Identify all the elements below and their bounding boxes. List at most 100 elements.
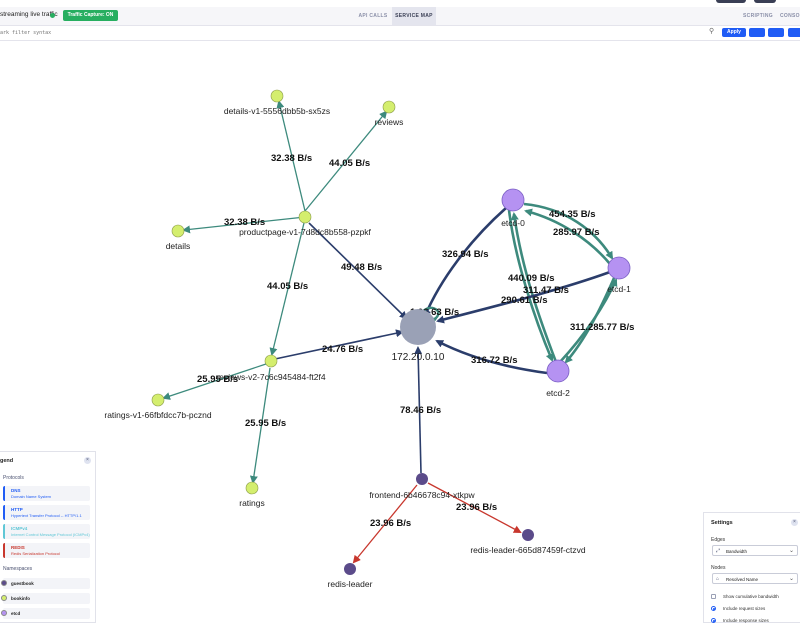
node-label: frontend-6b46678c94-xtkpw	[369, 490, 475, 500]
edge-reviews-v2-ratings-v1[interactable]	[162, 363, 267, 400]
edge-etcd-2-etcd-0[interactable]	[510, 212, 558, 363]
status-text: streaming live traffic	[0, 11, 58, 18]
edge-label: 23.96 B/s	[456, 502, 497, 513]
header-bar: streaming live traffic Traffic Capture: …	[0, 7, 800, 26]
node-etcd-2[interactable]	[546, 359, 570, 383]
settings-title: Settings	[711, 520, 733, 526]
settings-panel: Settings × Edges ⤢ Bandwidth ⌄ Nodes ⌂ R…	[703, 512, 800, 623]
edge-etcd-1-ip[interactable]	[436, 270, 611, 324]
radio-label: Include response sizes	[723, 618, 769, 623]
namespace-color-dot	[1, 595, 7, 601]
radio-label: Include request sizes	[723, 606, 766, 611]
radio-dot	[711, 618, 716, 623]
node-reviews[interactable]	[382, 100, 396, 114]
node-etcd-1[interactable]	[607, 256, 631, 280]
service-map-graph[interactable]: 32.38 B/s 44.05 B/s 32.38 B/s 49.48 B/s …	[0, 41, 800, 623]
edge-etcd-2-ip[interactable]	[435, 339, 548, 375]
nodes-select[interactable]: ⌂ Resolved Name ⌄	[712, 573, 798, 584]
namespaces-label: Namespaces	[3, 566, 33, 572]
edge-productpage-reviews[interactable]	[304, 110, 388, 212]
filter-input[interactable]	[0, 28, 700, 38]
filter-option-button[interactable]	[749, 28, 765, 37]
edge-label: 290.61 B/s	[501, 295, 547, 306]
node-frontend[interactable]	[416, 473, 428, 485]
node-ratings[interactable]	[245, 481, 259, 495]
bandwidth-icon: ⤢	[716, 548, 721, 554]
edge-etcd-1-etcd-0[interactable]	[524, 208, 611, 265]
edge-productpage-details-v1[interactable]	[276, 100, 306, 212]
edge-label: 440.09 B/s	[508, 273, 554, 284]
node-label: productpage-v1-7d8dc8b558-pzpkf	[239, 227, 371, 237]
filter-option-button[interactable]	[788, 28, 800, 37]
node-label: etcd-0	[501, 218, 525, 228]
node-redis-leader[interactable]	[344, 563, 356, 575]
top-button[interactable]	[716, 0, 746, 3]
filter-history-icon[interactable]: ⚲	[709, 28, 715, 35]
edge-etcd-2-etcd-1[interactable]	[559, 278, 618, 363]
traffic-capture-button[interactable]: Traffic Capture: ON	[63, 10, 118, 21]
legend-title: gend	[0, 458, 14, 464]
edges-select[interactable]: ⤢ Bandwidth ⌄	[712, 545, 798, 556]
checkbox-label: Show cumulative bandwidth	[723, 594, 779, 599]
live-status-dot	[50, 13, 55, 18]
edge-label: 44.05 B/s	[267, 281, 308, 292]
edge-productpage-ip[interactable]	[308, 222, 408, 320]
node-label: ratings	[239, 498, 265, 508]
protocol-name: DNS	[11, 488, 21, 493]
node-details[interactable]	[171, 224, 185, 238]
top-strip	[0, 0, 800, 7]
close-icon[interactable]: ×	[791, 519, 798, 526]
tab-api-calls[interactable]: API CALLS	[358, 13, 388, 19]
node-redis-leader-pod[interactable]	[522, 529, 534, 541]
node-labels: details-v1-5556dbb5b-sx5zs reviews produ…	[104, 106, 631, 589]
legend-namespace-etcd: etcd	[1, 608, 90, 619]
chevron-down-icon: ⌄	[788, 576, 794, 582]
edge-productpage-reviews-v2[interactable]	[269, 222, 305, 356]
edge-frontend-redis-leader-pod[interactable]	[427, 482, 522, 533]
node-productpage[interactable]	[298, 210, 312, 224]
node-details-v1[interactable]	[270, 89, 284, 103]
namespace-name: etcd	[11, 611, 21, 616]
edge-labels: 32.38 B/s 44.05 B/s 32.38 B/s 49.48 B/s …	[197, 153, 634, 529]
edge-etcd-0-etcd-1[interactable]	[523, 202, 614, 260]
edge-label: 32.38 B/s	[224, 217, 265, 228]
edge-etcd-0-ip[interactable]	[423, 207, 507, 318]
filter-option-button[interactable]	[768, 28, 784, 37]
legend-protocol-http: HTTP Hypertext Transfer Protocol -- HTTP…	[3, 505, 90, 520]
node-ip[interactable]	[400, 309, 436, 345]
edge-reviews-v2-ip[interactable]	[274, 329, 404, 360]
chevron-down-icon: ⌄	[788, 548, 794, 554]
namespace-color-dot	[1, 580, 7, 586]
tab-service-map[interactable]: SERVICE MAP	[392, 7, 436, 25]
node-reviews-v2[interactable]	[264, 354, 278, 368]
node-ratings-v1[interactable]	[151, 393, 165, 407]
edge-label: 44.05 B/s	[329, 158, 370, 169]
node-label: redis-leader-665d87459f-ctzvd	[470, 545, 586, 555]
edge-lines	[162, 100, 618, 564]
namespace-color-dot	[1, 610, 7, 616]
edge-label: 454.35 B/s	[549, 209, 595, 220]
edge-label: 78.46 B/s	[400, 405, 441, 416]
edge-frontend-redis-leader[interactable]	[352, 484, 418, 564]
node-etcd-0[interactable]	[501, 188, 525, 212]
tab-console[interactable]: CONSOLE	[780, 13, 800, 19]
edge-productpage-details[interactable]	[182, 216, 306, 234]
edge-reviews-v2-ratings[interactable]	[249, 367, 271, 484]
namespace-name: bookinfo	[11, 596, 30, 601]
top-button[interactable]	[754, 0, 776, 3]
tab-scripting[interactable]: SCRIPTING	[743, 13, 773, 19]
edge-label: 311.47 B/s	[523, 285, 569, 296]
edges-select-value: Bandwidth	[726, 548, 748, 554]
filter-bar: ⚲ Apply	[0, 26, 800, 41]
protocol-name: HTTP	[11, 507, 23, 512]
edge-frontend-ip[interactable]	[414, 346, 423, 474]
apply-button[interactable]: Apply	[722, 28, 746, 37]
legend-protocol-dns: DNS Domain Name System	[3, 486, 90, 501]
node-label: etcd-2	[546, 388, 570, 398]
edge-label: 49.48 B/s	[341, 262, 382, 273]
node-label: etcd-1	[607, 284, 631, 294]
protocol-desc: Hypertext Transfer Protocol -- HTTP/1.1	[11, 513, 82, 518]
edge-label: 311.285.77 B/s	[570, 322, 634, 333]
edge-etcd-0-etcd-2[interactable]	[507, 209, 554, 362]
close-icon[interactable]: ×	[84, 457, 91, 464]
